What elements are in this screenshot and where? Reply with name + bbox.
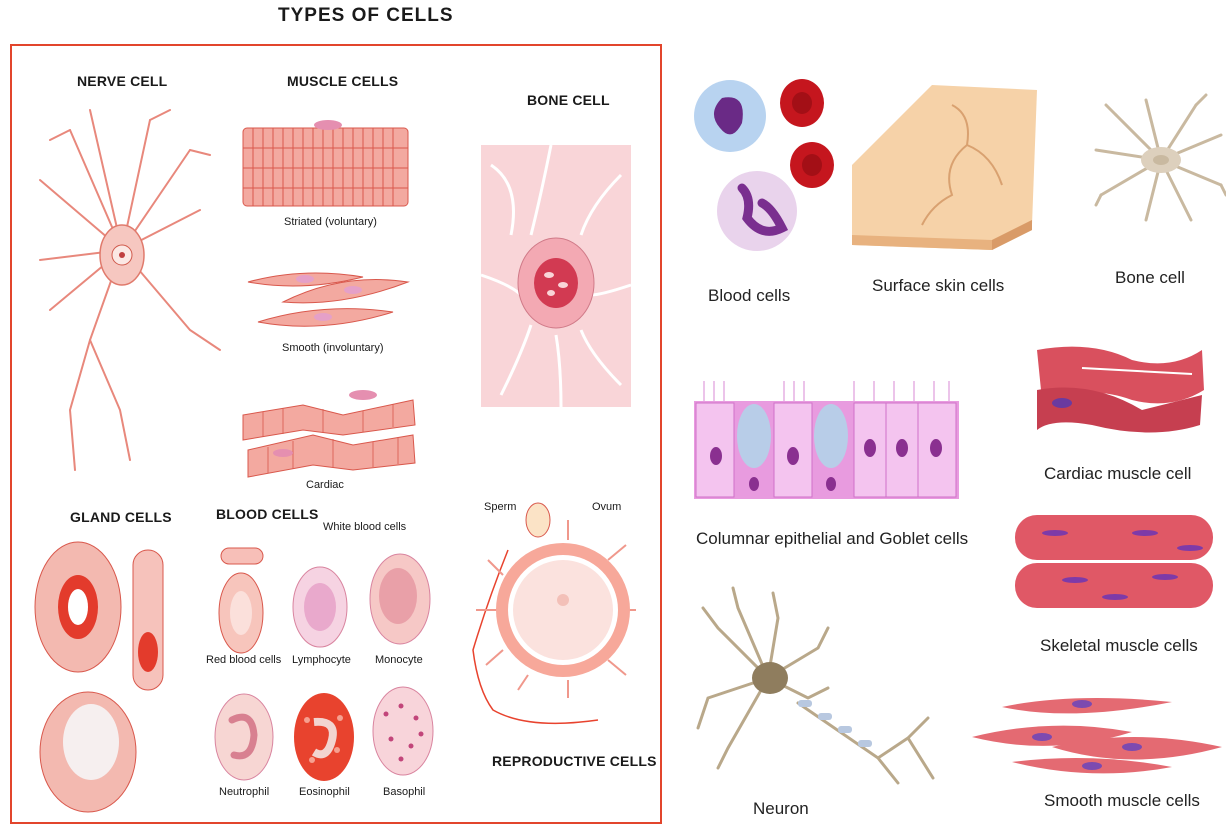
red-blood-cell-illustration (217, 548, 267, 658)
lymphocyte-illustration (290, 565, 350, 650)
reproductive-cells-heading: REPRODUCTIVE CELLS (492, 753, 657, 769)
lymphocyte-label: Lymphocyte (292, 654, 351, 666)
reproductive-cells-illustration (468, 500, 638, 740)
skeletal-muscle-cells-caption: Skeletal muscle cells (1040, 636, 1198, 656)
cardiac-label: Cardiac (306, 479, 344, 491)
nerve-cell-illustration (30, 110, 230, 470)
neutrophil-illustration (212, 690, 277, 785)
skeletal-muscle-cells-illustration (1015, 515, 1215, 610)
bone-cell-caption: Bone cell (1115, 268, 1185, 288)
monocyte-illustration (368, 552, 433, 647)
bone-cell-right-illustration (1096, 95, 1226, 225)
smooth-label: Smooth (involuntary) (282, 342, 384, 354)
nerve-cell-heading: NERVE CELL (77, 73, 167, 89)
page-title: TYPES OF CELLS (278, 5, 454, 27)
columnar-caption: Columnar epithelial and Goblet cells (696, 529, 968, 549)
columnar-epithelial-illustration (694, 376, 959, 501)
gland-cells-heading: GLAND CELLS (70, 509, 172, 525)
blood-cells-illustration (692, 78, 842, 278)
basophil-label: Basophil (383, 786, 425, 798)
smooth-muscle-cells-illustration (972, 692, 1222, 782)
surface-skin-cells-illustration (852, 85, 1037, 255)
muscle-cells-heading: MUSCLE CELLS (287, 73, 398, 89)
striated-label: Striated (voluntary) (284, 216, 377, 228)
surface-skin-cells-caption: Surface skin cells (872, 276, 1004, 296)
white-blood-cells-label: White blood cells (323, 521, 406, 533)
neuron-caption: Neuron (753, 799, 809, 819)
basophil-illustration (371, 684, 436, 779)
neuron-illustration (698, 588, 938, 788)
eosinophil-label: Eosinophil (299, 786, 350, 798)
smooth-muscle-cells-caption: Smooth muscle cells (1044, 791, 1200, 811)
cardiac-muscle-cell-illustration (1032, 330, 1207, 440)
eosinophil-illustration (292, 690, 357, 785)
cardiac-muscle-cell-caption: Cardiac muscle cell (1044, 464, 1191, 484)
monocyte-label: Monocyte (375, 654, 423, 666)
striated-muscle-illustration (243, 118, 413, 208)
blood-cells-caption: Blood cells (708, 286, 790, 306)
smooth-muscle-illustration (243, 262, 413, 337)
bone-cell-illustration (481, 145, 631, 407)
red-blood-cells-label: Red blood cells (206, 654, 281, 666)
neutrophil-label: Neutrophil (219, 786, 269, 798)
bone-cell-heading: BONE CELL (527, 92, 610, 108)
gland-cells-illustration (33, 542, 173, 817)
blood-cells-heading: BLOOD CELLS (216, 506, 319, 522)
cardiac-muscle-illustration (243, 385, 418, 480)
